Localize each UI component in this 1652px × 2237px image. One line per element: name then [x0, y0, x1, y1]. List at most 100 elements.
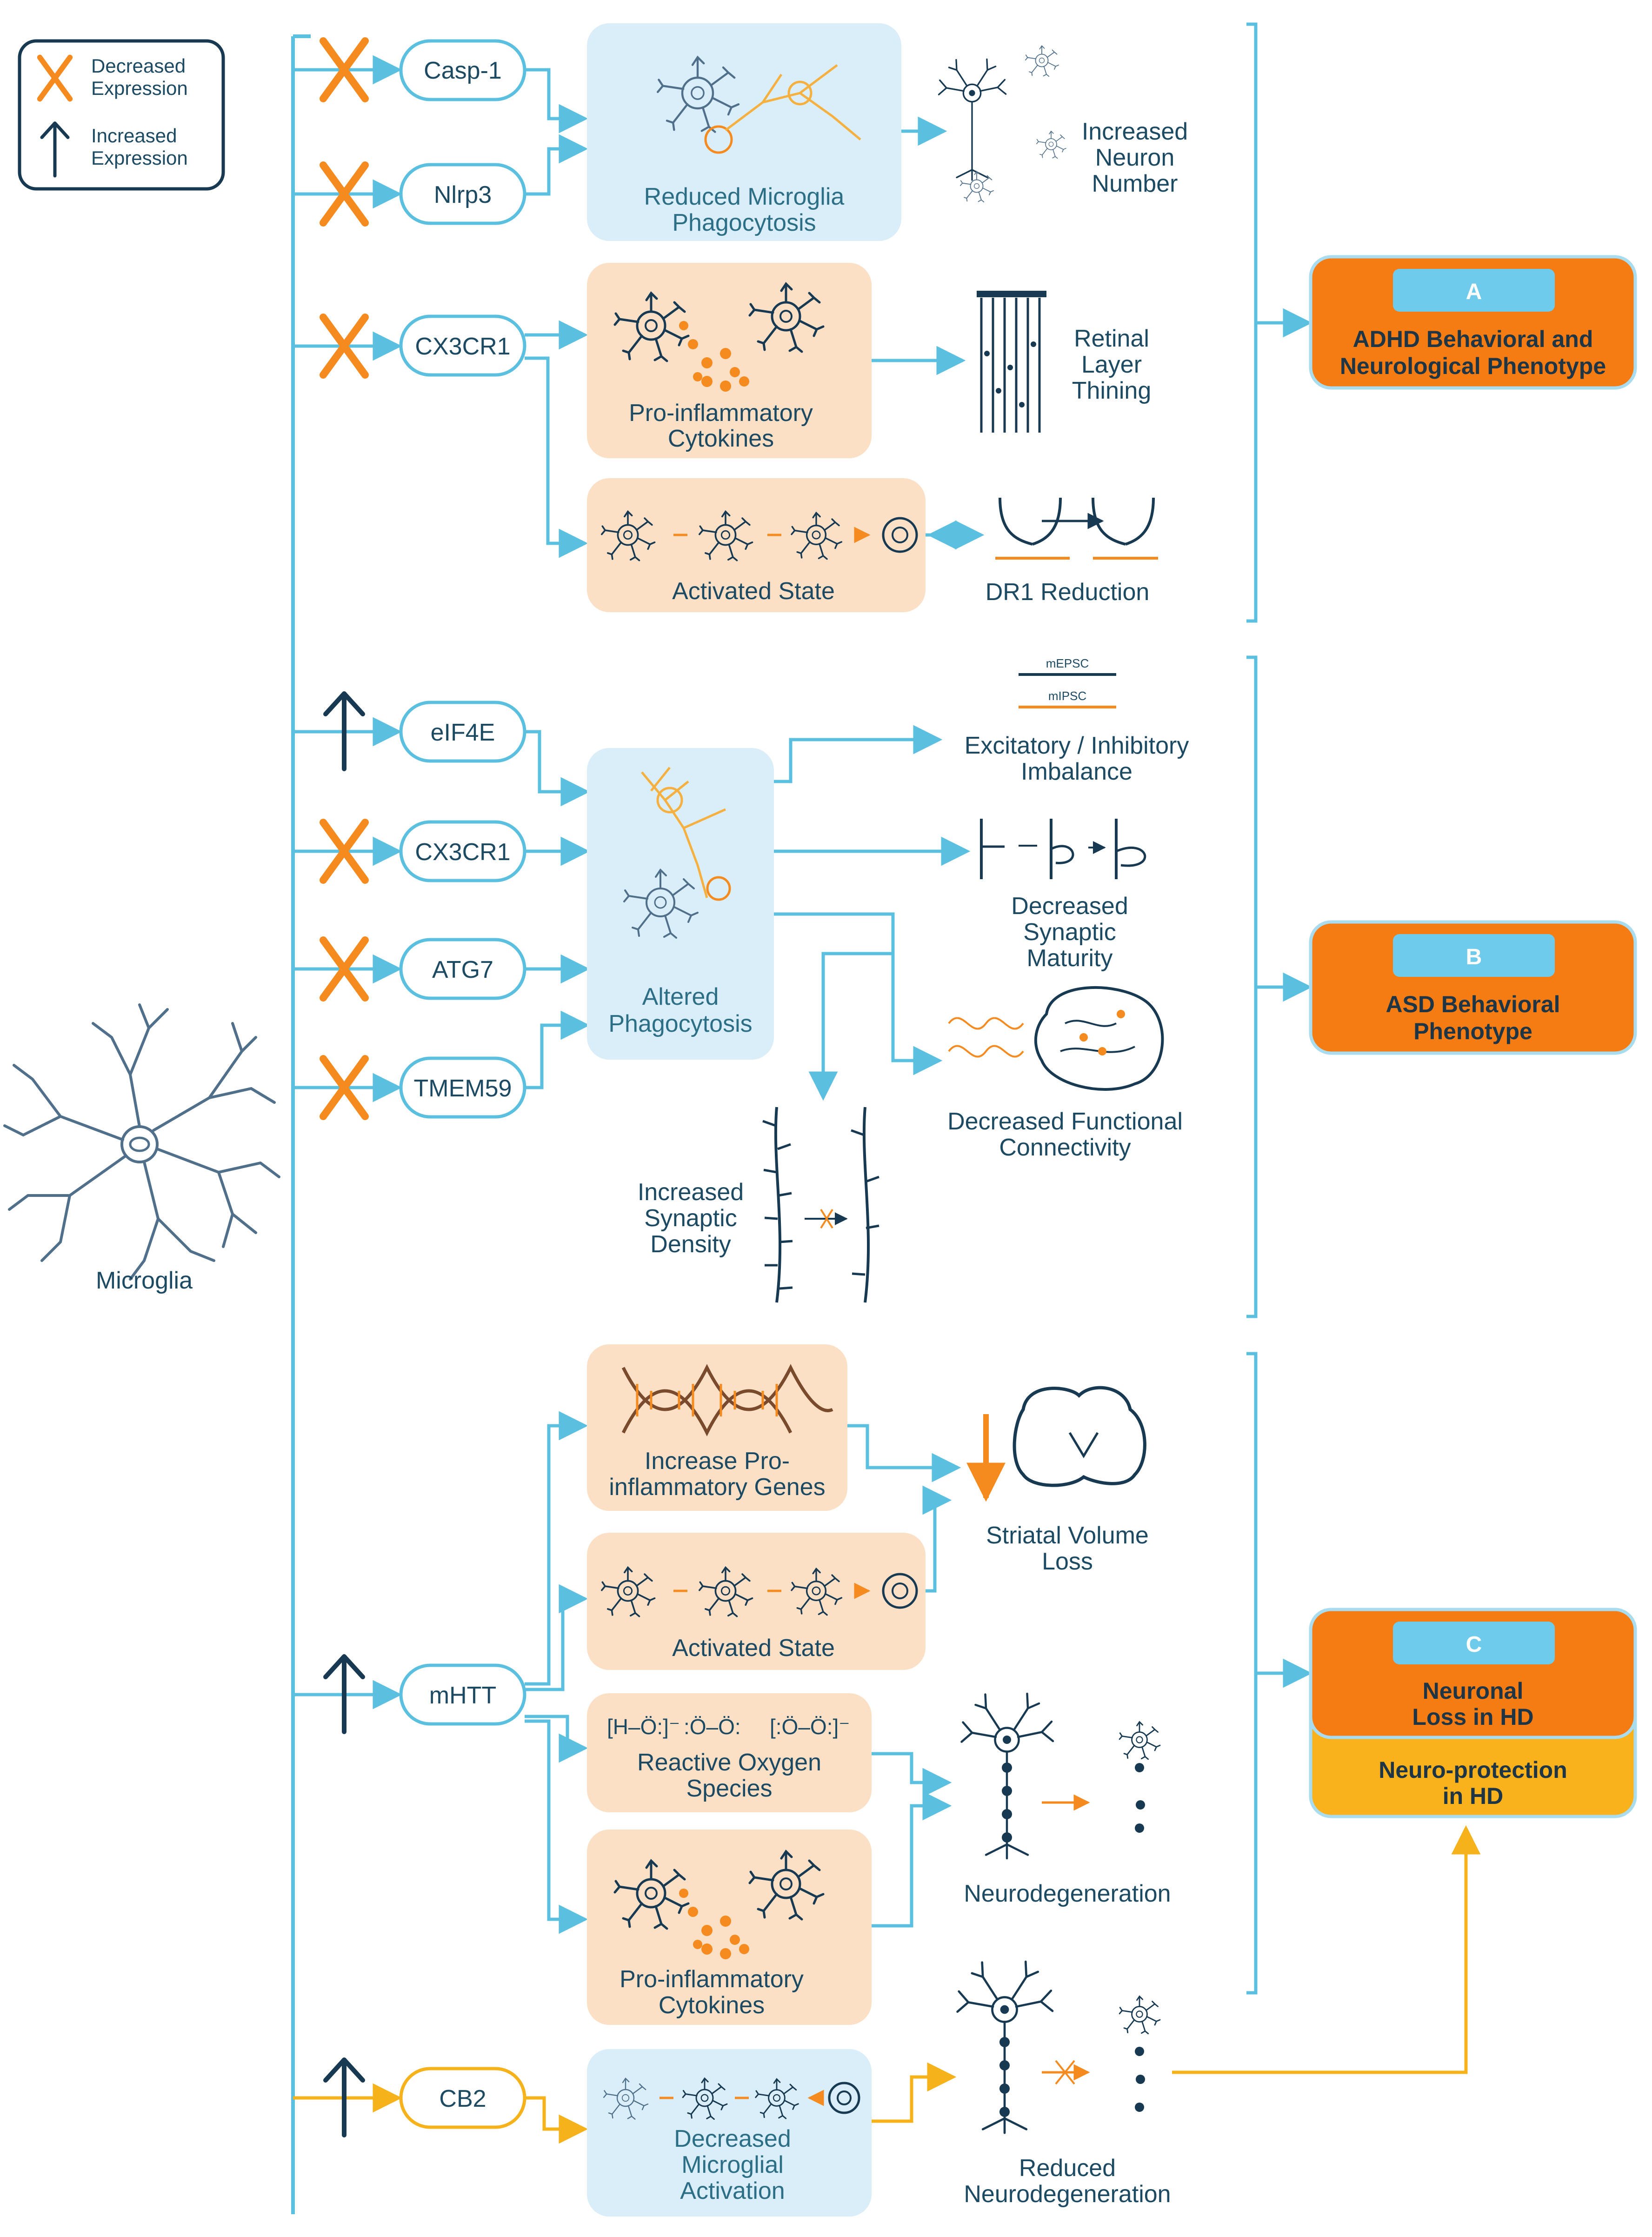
mech-proinflammatory-cytokines-c: Pro-inflammatory Cytokines	[587, 1830, 872, 2025]
legend-increased-2: Expression	[91, 147, 188, 169]
mech-decreased-activation-line1: Decreased	[674, 2125, 791, 2152]
gene-tmem59-label: TMEM59	[414, 1075, 512, 1102]
legend-decreased-1: Decreased	[91, 55, 186, 77]
gene-eif4e-label: eIF4E	[431, 719, 495, 746]
outcome-b: B ASD Behavioral Phenotype	[1309, 920, 1637, 1055]
effect-increased-neuron: Increased Neuron Number	[938, 45, 1188, 203]
effect-connectors	[774, 116, 985, 1928]
mech-genes-line1: Increase Pro-	[645, 1448, 790, 1475]
mech-activated-state-a-label: Activated State	[672, 578, 835, 605]
gene-tmem59: TMEM59	[293, 1058, 526, 1117]
connectors	[525, 68, 590, 1934]
effect-synaptic-maturity: Decreased Synaptic Maturity	[980, 819, 1146, 972]
mech-decreased-activation-line2: Microglial	[681, 2151, 784, 2178]
gene-mhtt-label: mHTT	[429, 1682, 496, 1709]
effect-density-line2: Synaptic	[644, 1205, 737, 1232]
mech-proinflammatory-cytokines-a: Pro-inflammatory Cytokines	[587, 263, 872, 458]
effect-connectivity-line2: Connectivity	[999, 1134, 1131, 1161]
mech-ros-line1: Reactive Oxygen	[637, 1749, 821, 1776]
outcome-c-badge: C	[1466, 1632, 1482, 1657]
legend: Decreased Expression Increased Expressio…	[18, 39, 225, 191]
effect-increased-neuron-line1: Increased	[1082, 118, 1188, 145]
effect-increased-neuron-line2: Neuron	[1095, 144, 1175, 171]
effect-retinal-line3: Thining	[1072, 377, 1152, 404]
mech-reduced-phagocytosis: Reduced Microglia Phagocytosis	[587, 23, 901, 241]
outcome-c-protect-line1: Neuro-protection	[1379, 1757, 1567, 1783]
effect-synaptic-density: Increased Synaptic Density	[638, 1107, 879, 1303]
effect-retinal: Retinal Layer Thining	[977, 291, 1151, 433]
outcome-a-line2: Neurological Phenotype	[1340, 353, 1606, 379]
effect-connector-yellow	[872, 2062, 957, 2123]
legend-increased-1: Increased	[91, 125, 177, 147]
ros-formula-1: [H–Ö:]⁻	[607, 1715, 680, 1739]
mech-decreased-activation-line3: Activation	[680, 2177, 785, 2204]
outcome-b-line1: ASD Behavioral	[1386, 991, 1560, 1017]
gene-atg7-label: ATG7	[432, 956, 493, 983]
gene-cx3cr1-a: CX3CR1	[293, 316, 526, 375]
mech-proinflammatory-c-line2: Cytokines	[659, 1992, 765, 2019]
mech-proinflammatory-c-line1: Pro-inflammatory	[620, 1966, 804, 1993]
outcome-b-badge: B	[1466, 945, 1482, 969]
legend-decreased-2: Expression	[91, 77, 188, 99]
gene-nlrp3: Nlrp3	[293, 165, 526, 223]
effect-reduced-neurodegeneration: Reduced Neurodegeneration	[958, 1962, 1171, 2208]
mepsc-label: mEPSC	[1046, 656, 1089, 670]
mech-altered-line1: Altered	[642, 983, 719, 1010]
effect-striatal-line1: Striatal Volume	[986, 1522, 1149, 1549]
effect-functional-connectivity: Decreased Functional Connectivity	[947, 986, 1183, 1161]
neuroprotection-connector	[1172, 1825, 1481, 2074]
ros-formula-2: :Ö–Ö:	[684, 1715, 741, 1739]
outcome-c-protect-line2: in HD	[1443, 1783, 1504, 1809]
mech-decreased-activation: Decreased Microglial Activation	[587, 2049, 872, 2217]
effect-connectivity-line1: Decreased Functional	[947, 1108, 1183, 1135]
microglia-illustration	[3, 1003, 280, 1281]
mech-activated-state-c: Activated State	[587, 1533, 926, 1670]
mech-proinflammatory-genes: Increase Pro- inflammatory Genes	[587, 1344, 847, 1511]
effect-ei-line1: Excitatory / Inhibitory	[965, 732, 1189, 759]
effect-neurodegeneration-label: Neurodegeneration	[964, 1880, 1171, 1907]
gene-cx3cr1-a-label: CX3CR1	[415, 333, 510, 360]
mech-reduced-phagocytosis-line2: Phagocytosis	[672, 209, 816, 236]
cb2-connector	[525, 2096, 588, 2144]
mech-altered-phagocytosis: Altered Phagocytosis	[587, 748, 774, 1060]
microglia-label: Microglia	[96, 1267, 193, 1294]
effect-reduced-neurodeg-line2: Neurodegeneration	[964, 2181, 1171, 2208]
mech-genes-line2: inflammatory Genes	[609, 1474, 825, 1501]
bracket-c	[1246, 1352, 1312, 1995]
effect-reduced-neurodeg-line1: Reduced	[1019, 2155, 1116, 2182]
outcome-c-line2: Loss in HD	[1412, 1704, 1533, 1730]
mech-reduced-phagocytosis-line1: Reduced Microglia	[644, 183, 845, 210]
gene-atg7: ATG7	[293, 940, 526, 998]
ros-formula-3: [:Ö–Ö:]⁻	[770, 1715, 850, 1739]
bracket-a	[1246, 22, 1312, 623]
gene-mhtt: mHTT	[293, 1656, 526, 1732]
effect-dr1-reduction: DR1 Reduction	[986, 497, 1158, 606]
gene-eif4e: eIF4E	[293, 694, 526, 769]
mipsc-label: mIPSC	[1048, 689, 1086, 703]
effect-striatal-volume: Striatal Volume Loss	[966, 1386, 1149, 1575]
effect-density-line3: Density	[650, 1231, 731, 1258]
effect-neurodegeneration: Neurodegeneration	[962, 1694, 1171, 1907]
effect-striatal-line2: Loss	[1042, 1548, 1093, 1575]
gene-cx3cr1-b: CX3CR1	[293, 822, 526, 881]
gene-cx3cr1-b-label: CX3CR1	[415, 839, 510, 866]
effect-ei-line2: Imbalance	[1021, 758, 1132, 785]
main-trunk	[291, 34, 311, 2214]
outcome-a: A ADHD Behavioral and Neurological Pheno…	[1309, 255, 1637, 390]
mech-proinflammatory-a-line2: Cytokines	[668, 425, 774, 452]
outcome-a-line1: ADHD Behavioral and	[1353, 326, 1593, 352]
effect-retinal-line2: Layer	[1081, 351, 1142, 378]
effect-maturity-line1: Decreased	[1011, 893, 1128, 920]
mech-activated-state-a: Activated State	[587, 478, 926, 612]
mech-activated-state-c-label: Activated State	[672, 1635, 835, 1662]
outcome-c: C Neuronal Loss in HD Neuro-protection i…	[1309, 1608, 1637, 1818]
effect-retinal-line1: Retinal	[1074, 325, 1149, 352]
effect-density-line1: Increased	[638, 1179, 744, 1206]
effect-increased-neuron-line3: Number	[1092, 170, 1178, 197]
gene-casp1: Casp-1	[293, 41, 526, 100]
bracket-b	[1246, 655, 1312, 1318]
effect-maturity-line2: Synaptic	[1023, 919, 1116, 946]
mech-altered-line2: Phagocytosis	[608, 1010, 752, 1037]
mech-proinflammatory-a-line1: Pro-inflammatory	[629, 400, 813, 427]
